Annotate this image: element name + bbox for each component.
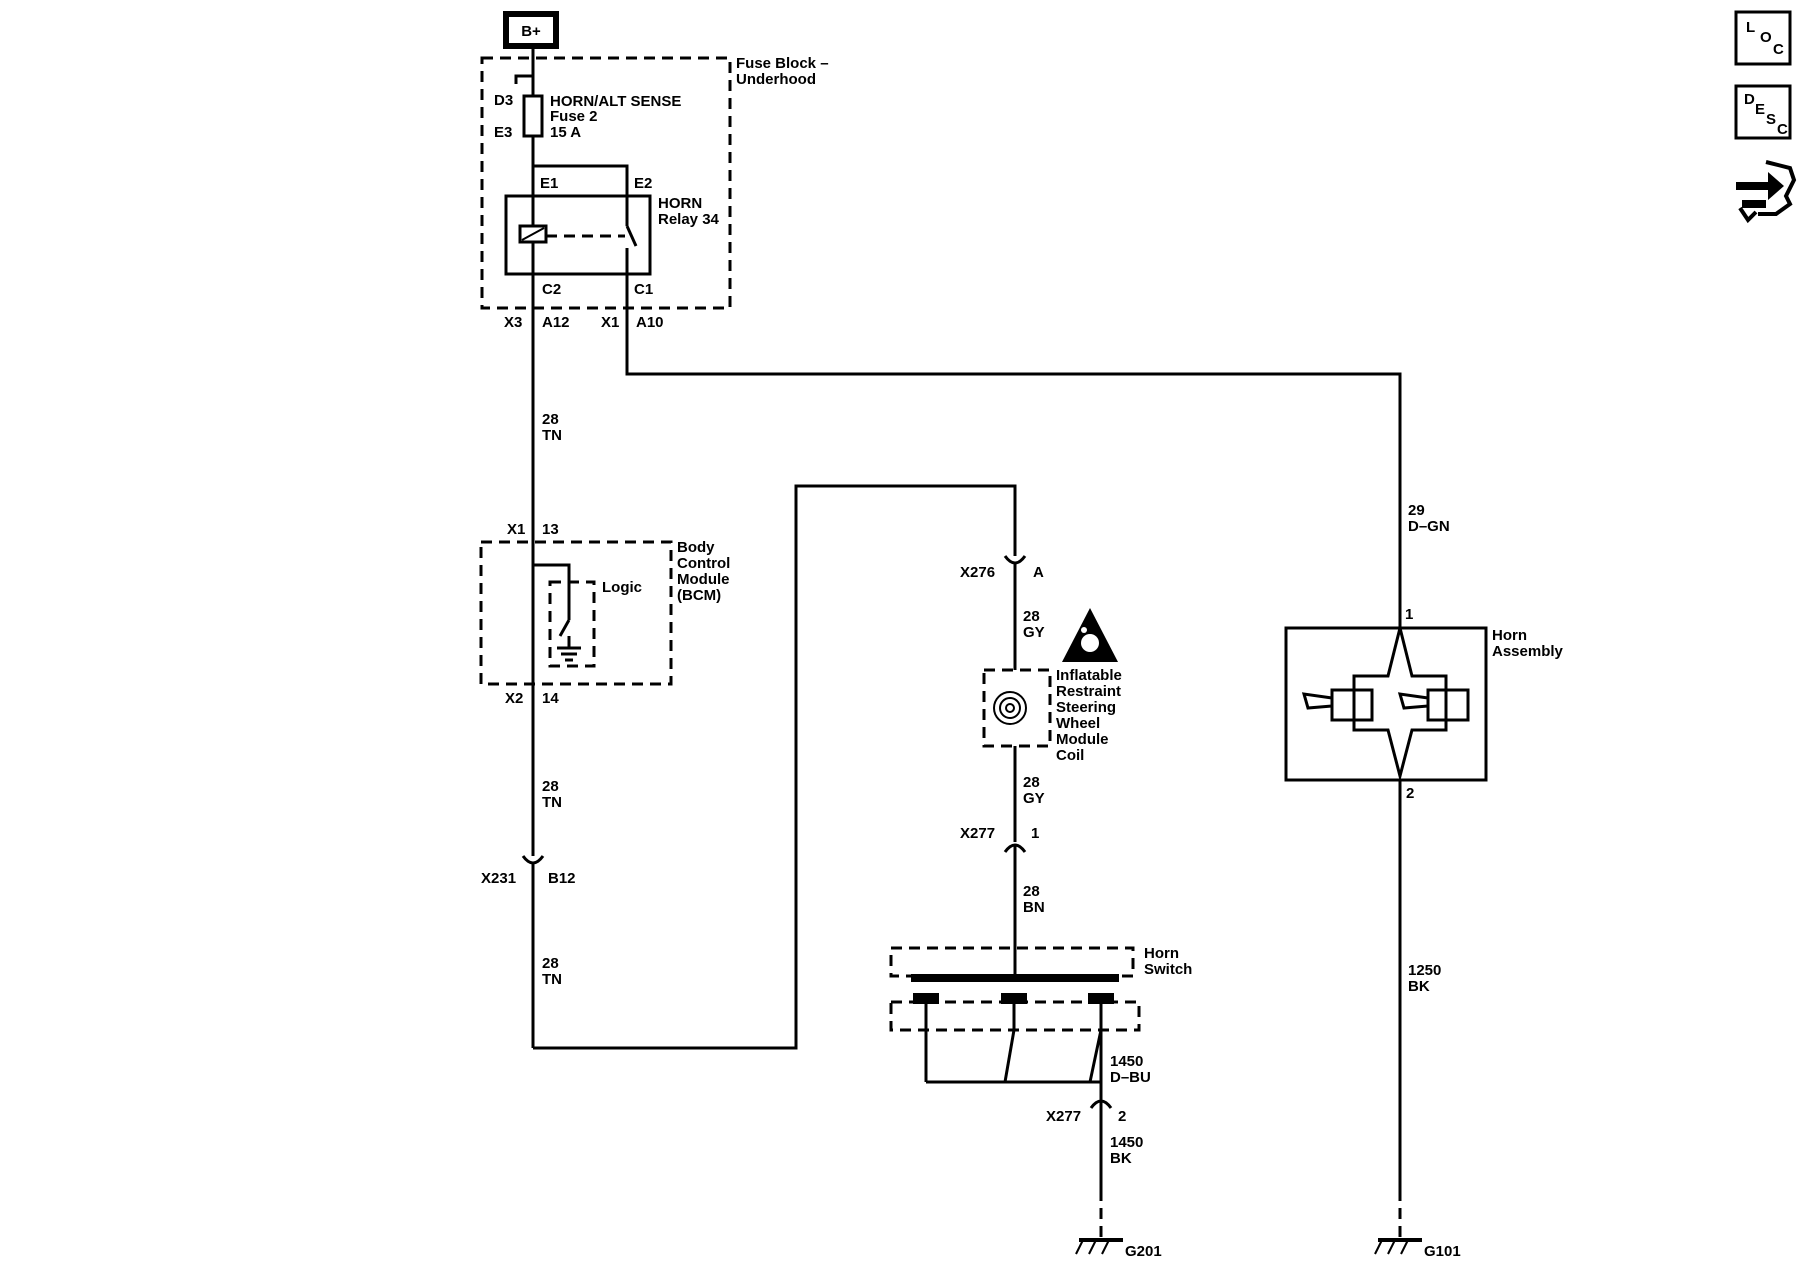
wire5-circuit: 28 (1023, 774, 1040, 791)
fuse-rating: 15 A (550, 124, 581, 141)
wire9-circuit: 29 (1408, 502, 1425, 519)
bcm-title-4: (BCM) (677, 587, 721, 604)
ground-g101: G101 (1373, 1238, 1461, 1260)
bcm-title-2: Control (677, 555, 730, 572)
relay-pin-c2: C2 (542, 281, 561, 298)
horn-pin-1: 1 (1405, 606, 1413, 623)
relay-pin-e1: E1 (540, 175, 558, 192)
wire10-circuit: 1250 (1408, 962, 1441, 979)
wire6-color: BN (1023, 899, 1045, 916)
fuse-block-pin-a10: A10 (636, 314, 664, 331)
description-button[interactable]: D E S C (1734, 84, 1792, 140)
wire9-color: D–GN (1408, 518, 1450, 535)
bcm-top-conn: X1 (507, 521, 525, 538)
wire1-circuit: 28 (542, 411, 559, 428)
wire4-circuit: 28 (1023, 608, 1040, 625)
body-control-module: X1 13 Body Control Module (BCM) Logic X2… (479, 521, 730, 707)
bcm-logic-label: Logic (602, 579, 642, 596)
fuse-block-underhood: Fuse Block – Underhood D3 E3 HORN/ALT SE… (480, 46, 829, 331)
battery-positive-label: B+ (521, 23, 541, 40)
fuse-name: HORN/ALT SENSE (550, 93, 681, 110)
location-letter-l: L (1746, 19, 1755, 36)
wire2-color: TN (542, 794, 562, 811)
description-letter-e: E (1755, 101, 1765, 118)
wire-loop-to-x276 (533, 484, 1017, 1050)
wire3-circuit: 28 (542, 955, 559, 972)
coil-label-2: Restraint (1056, 683, 1121, 700)
connector-x231-pin: B12 (548, 870, 576, 887)
connector-end-view-icon[interactable] (1736, 160, 1797, 224)
fuse-pin-d3: D3 (494, 92, 513, 109)
coil-label-4: Wheel (1056, 715, 1100, 732)
wire7-circuit: 1450 (1110, 1053, 1143, 1070)
wire3-color: TN (542, 971, 562, 988)
connector-x277a-label: X277 (960, 825, 995, 842)
horn-assembly-label-2: Assembly (1492, 643, 1564, 660)
wire5-color: GY (1023, 790, 1045, 807)
connector-x231: X231 B12 (481, 855, 576, 887)
description-letter-d: D (1744, 91, 1755, 108)
horn-assembly: Horn Assembly (1284, 626, 1564, 782)
bcm-bottom-pin: 14 (542, 690, 559, 707)
wire10-color: BK (1408, 978, 1430, 995)
wire2-circuit: 28 (542, 778, 559, 795)
connector-x276-pin: A (1033, 564, 1044, 581)
wire8-circuit: 1450 (1110, 1134, 1143, 1151)
ground-g201-label: G201 (1125, 1243, 1162, 1260)
connector-x277a-pin: 1 (1031, 825, 1039, 842)
location-letter-o: O (1760, 29, 1772, 46)
fuse-block-conn-x1: X1 (601, 314, 619, 331)
horn-switch-label-1: Horn (1144, 945, 1179, 962)
wire6-circuit: 28 (1023, 883, 1040, 900)
fuse-pin-e3: E3 (494, 124, 512, 141)
fuse-block-pin-a12: A12 (542, 314, 570, 331)
airbag-warning-icon (1062, 608, 1118, 662)
wire7-color: D–BU (1110, 1069, 1151, 1086)
relay-pin-c1: C1 (634, 281, 653, 298)
horn-assembly-label-1: Horn (1492, 627, 1527, 644)
relay-pin-e2: E2 (634, 175, 652, 192)
horn-pin-2: 2 (1406, 785, 1414, 802)
bcm-bottom-conn: X2 (505, 690, 523, 707)
relay-number: Relay 34 (658, 211, 720, 228)
fuse-block-conn-x3: X3 (504, 314, 522, 331)
connector-x277b-pin: 2 (1118, 1108, 1126, 1125)
ground-g201: G201 (1074, 1238, 1162, 1260)
bcm-title-3: Module (677, 571, 730, 588)
coil-label-5: Module (1056, 731, 1109, 748)
fuse-block-title-1: Fuse Block – (736, 55, 829, 72)
horn-switch-label-2: Switch (1144, 961, 1192, 978)
location-button[interactable]: L O C (1734, 10, 1792, 66)
fuse-block-title-2: Underhood (736, 71, 816, 88)
bcm-title-1: Body (677, 539, 715, 556)
coil-label-1: Inflatable (1056, 667, 1122, 684)
location-letter-c: C (1773, 41, 1784, 58)
description-letter-c: C (1777, 121, 1788, 138)
description-letter-s: S (1766, 111, 1776, 128)
connector-x231-label: X231 (481, 870, 516, 887)
connector-x276-label: X276 (960, 564, 995, 581)
connector-x277-pin1: X277 1 (960, 825, 1039, 853)
connector-x276: X276 A (960, 546, 1044, 581)
horn-relay (504, 166, 652, 276)
connector-x277-pin2: X277 2 (1046, 1099, 1126, 1125)
horn-switch: Horn Switch (889, 945, 1192, 1100)
fuse-number: Fuse 2 (550, 108, 598, 125)
wire1-color: TN (542, 427, 562, 444)
coil-label-3: Steering (1056, 699, 1116, 716)
wire8-color: BK (1110, 1150, 1132, 1167)
connector-x277b-label: X277 (1046, 1108, 1081, 1125)
battery-positive-block: B+ (503, 11, 559, 49)
ground-g101-label: G101 (1424, 1243, 1461, 1260)
coil-label-6: Coil (1056, 747, 1084, 764)
clockspring-coil: Inflatable Restraint Steering Wheel Modu… (982, 667, 1122, 764)
bcm-top-pin: 13 (542, 521, 559, 538)
wire4-color: GY (1023, 624, 1045, 641)
relay-name: HORN (658, 195, 702, 212)
wire-dgn (625, 320, 1402, 628)
